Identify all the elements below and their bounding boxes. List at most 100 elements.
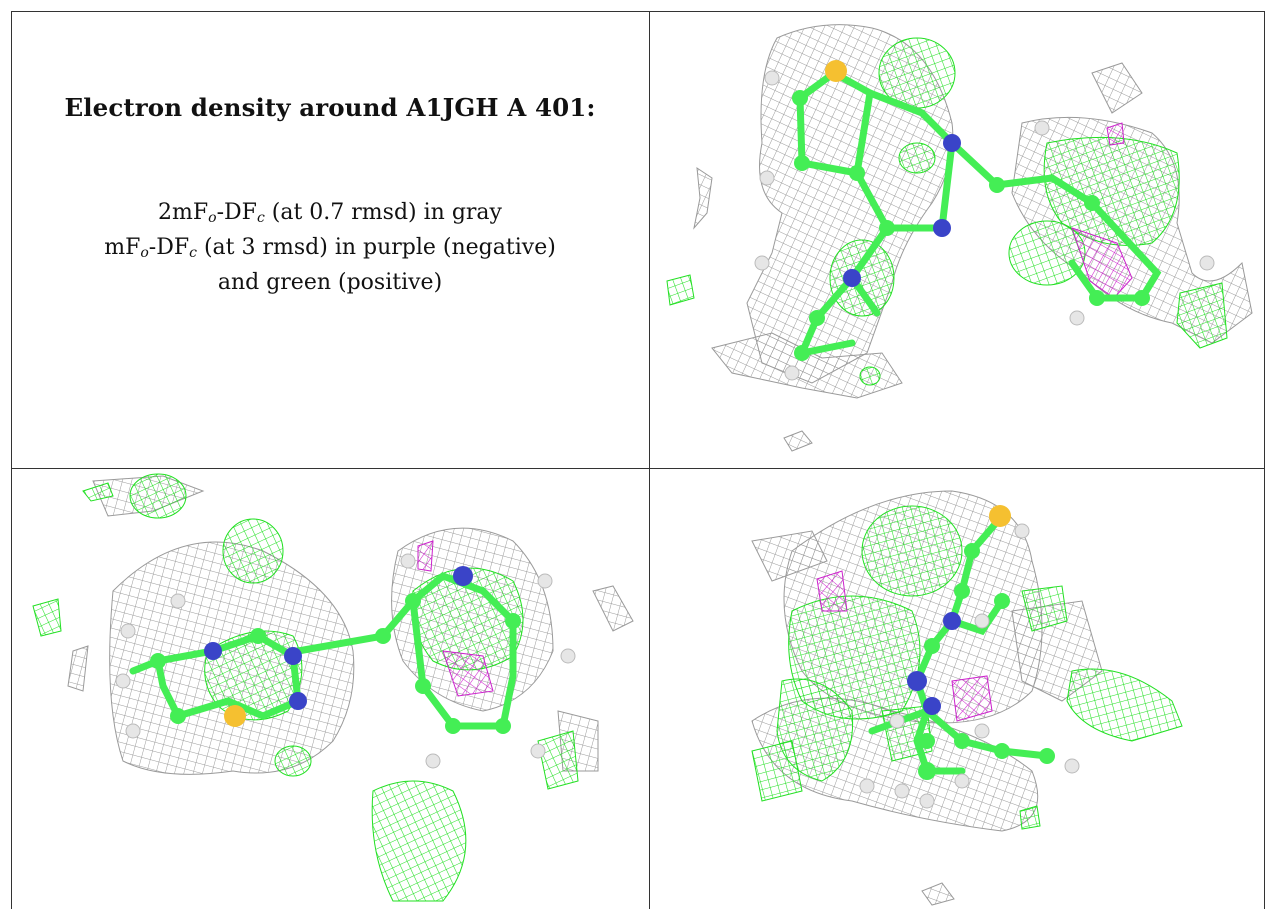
mesh-positive — [82, 482, 114, 502]
atoms — [859, 505, 1080, 809]
mesh-positive — [1019, 805, 1041, 830]
nitrogen-atom — [943, 612, 961, 630]
hydrogen-atom — [974, 723, 990, 739]
table-border-right — [1264, 11, 1266, 909]
figure-table — [11, 11, 1265, 909]
carbon-atom — [994, 593, 1010, 609]
atoms — [754, 60, 1215, 381]
mesh-positive — [1021, 585, 1068, 632]
mesh-positive — [1176, 282, 1228, 349]
caption-description: 2mFo-DFc (at 0.7 rmsd) in gray mFo-DFc (… — [11, 198, 649, 297]
mesh-positive — [1043, 136, 1180, 246]
carbon-atom — [495, 718, 511, 734]
carbon-atom — [405, 593, 421, 609]
molecule-view-3 — [751, 490, 1183, 906]
carbon-atom — [994, 743, 1010, 759]
hydrogen-atom — [537, 573, 553, 589]
carbon-atom — [375, 628, 391, 644]
carbon-atom — [989, 177, 1005, 193]
carbon-atom — [954, 733, 970, 749]
mesh-positive — [371, 780, 467, 902]
hydrogen-atom — [1069, 310, 1085, 326]
hydrogen-atom — [1064, 758, 1080, 774]
mesh-2fofc — [693, 166, 713, 230]
caption-line-colors: and green (positive) — [217, 270, 443, 295]
sulfur-atom — [224, 705, 246, 727]
hydrogen-atom — [974, 613, 990, 629]
carbon-atom — [1039, 748, 1055, 764]
mesh-positive — [666, 274, 695, 306]
mesh-positive — [1066, 668, 1183, 742]
nitrogen-atom — [453, 566, 473, 586]
carbon-atom — [794, 155, 810, 171]
hydrogen-atom — [919, 793, 935, 809]
caption-line-2fofc: 2mFo-DFc (at 0.7 rmsd) in gray — [158, 200, 502, 226]
mesh-negative — [816, 570, 848, 612]
carbon-atom — [250, 628, 266, 644]
carbon-atom — [924, 638, 940, 654]
carbon-atom — [964, 543, 980, 559]
hydrogen-atom — [120, 623, 136, 639]
hydrogen-atom — [1014, 523, 1030, 539]
carbon-atom — [170, 708, 186, 724]
mesh-2fofc — [592, 585, 634, 632]
hydrogen-atom — [1034, 120, 1050, 136]
mesh-positive — [861, 505, 963, 597]
mesh-positive — [129, 473, 187, 519]
carbon-atom — [415, 678, 431, 694]
mesh-2fofc — [751, 530, 828, 582]
hydrogen-atom — [754, 255, 770, 271]
hydrogen-atom — [425, 753, 441, 769]
hydrogen-atom — [889, 713, 905, 729]
nitrogen-atom — [843, 269, 861, 287]
carbon-atom — [792, 90, 808, 106]
mesh-negative — [1071, 227, 1133, 299]
table-divider-vertical — [649, 11, 651, 909]
hydrogen-atom — [894, 783, 910, 799]
mesh-positive — [274, 745, 312, 777]
carbon-atom — [1089, 290, 1105, 306]
nitrogen-atom — [284, 647, 302, 665]
nitrogen-atom — [289, 692, 307, 710]
hydrogen-atom — [170, 593, 186, 609]
mesh-2fofc — [67, 645, 89, 692]
hydrogen-atom — [560, 648, 576, 664]
nitrogen-atom — [923, 697, 941, 715]
sulfur-atom — [989, 505, 1011, 527]
density-panel-top-right — [652, 13, 1262, 466]
hydrogen-atom — [954, 773, 970, 789]
hydrogen-atom — [530, 743, 546, 759]
nitrogen-atom — [943, 134, 961, 152]
mesh-positive — [222, 518, 284, 584]
hydrogen-atom — [859, 778, 875, 794]
carbon-atom — [879, 220, 895, 236]
mesh-2fofc — [1091, 62, 1143, 114]
density-panel-bottom-left — [13, 471, 648, 909]
carbon-atom — [1084, 195, 1100, 211]
table-divider-horizontal — [11, 468, 1265, 470]
mesh-positive — [32, 598, 62, 637]
nitrogen-atom — [204, 642, 222, 660]
hydrogen-atom — [115, 673, 131, 689]
molecule-view-1 — [666, 24, 1253, 452]
density-panel-bottom-right — [652, 471, 1262, 909]
mesh-negative — [1106, 122, 1125, 146]
carbon-atom — [1134, 290, 1150, 306]
hydrogen-atom — [400, 553, 416, 569]
hydrogen-atom — [1199, 255, 1215, 271]
carbon-atom — [919, 733, 935, 749]
carbon-atom — [445, 718, 461, 734]
carbon-atom — [150, 653, 166, 669]
mesh-positive — [751, 740, 803, 802]
mesh-2fofc — [711, 332, 903, 399]
carbon-atom — [849, 165, 865, 181]
carbon-atom — [954, 583, 970, 599]
mesh-2fofc — [921, 882, 955, 906]
hydrogen-atom — [784, 365, 800, 381]
mesh-negative — [417, 540, 434, 572]
hydrogen-atom — [125, 723, 141, 739]
carbon-atom — [918, 762, 936, 780]
hydrogen-atom — [764, 70, 780, 86]
molecule-view-2 — [32, 473, 634, 902]
carbon-atom — [505, 613, 521, 629]
